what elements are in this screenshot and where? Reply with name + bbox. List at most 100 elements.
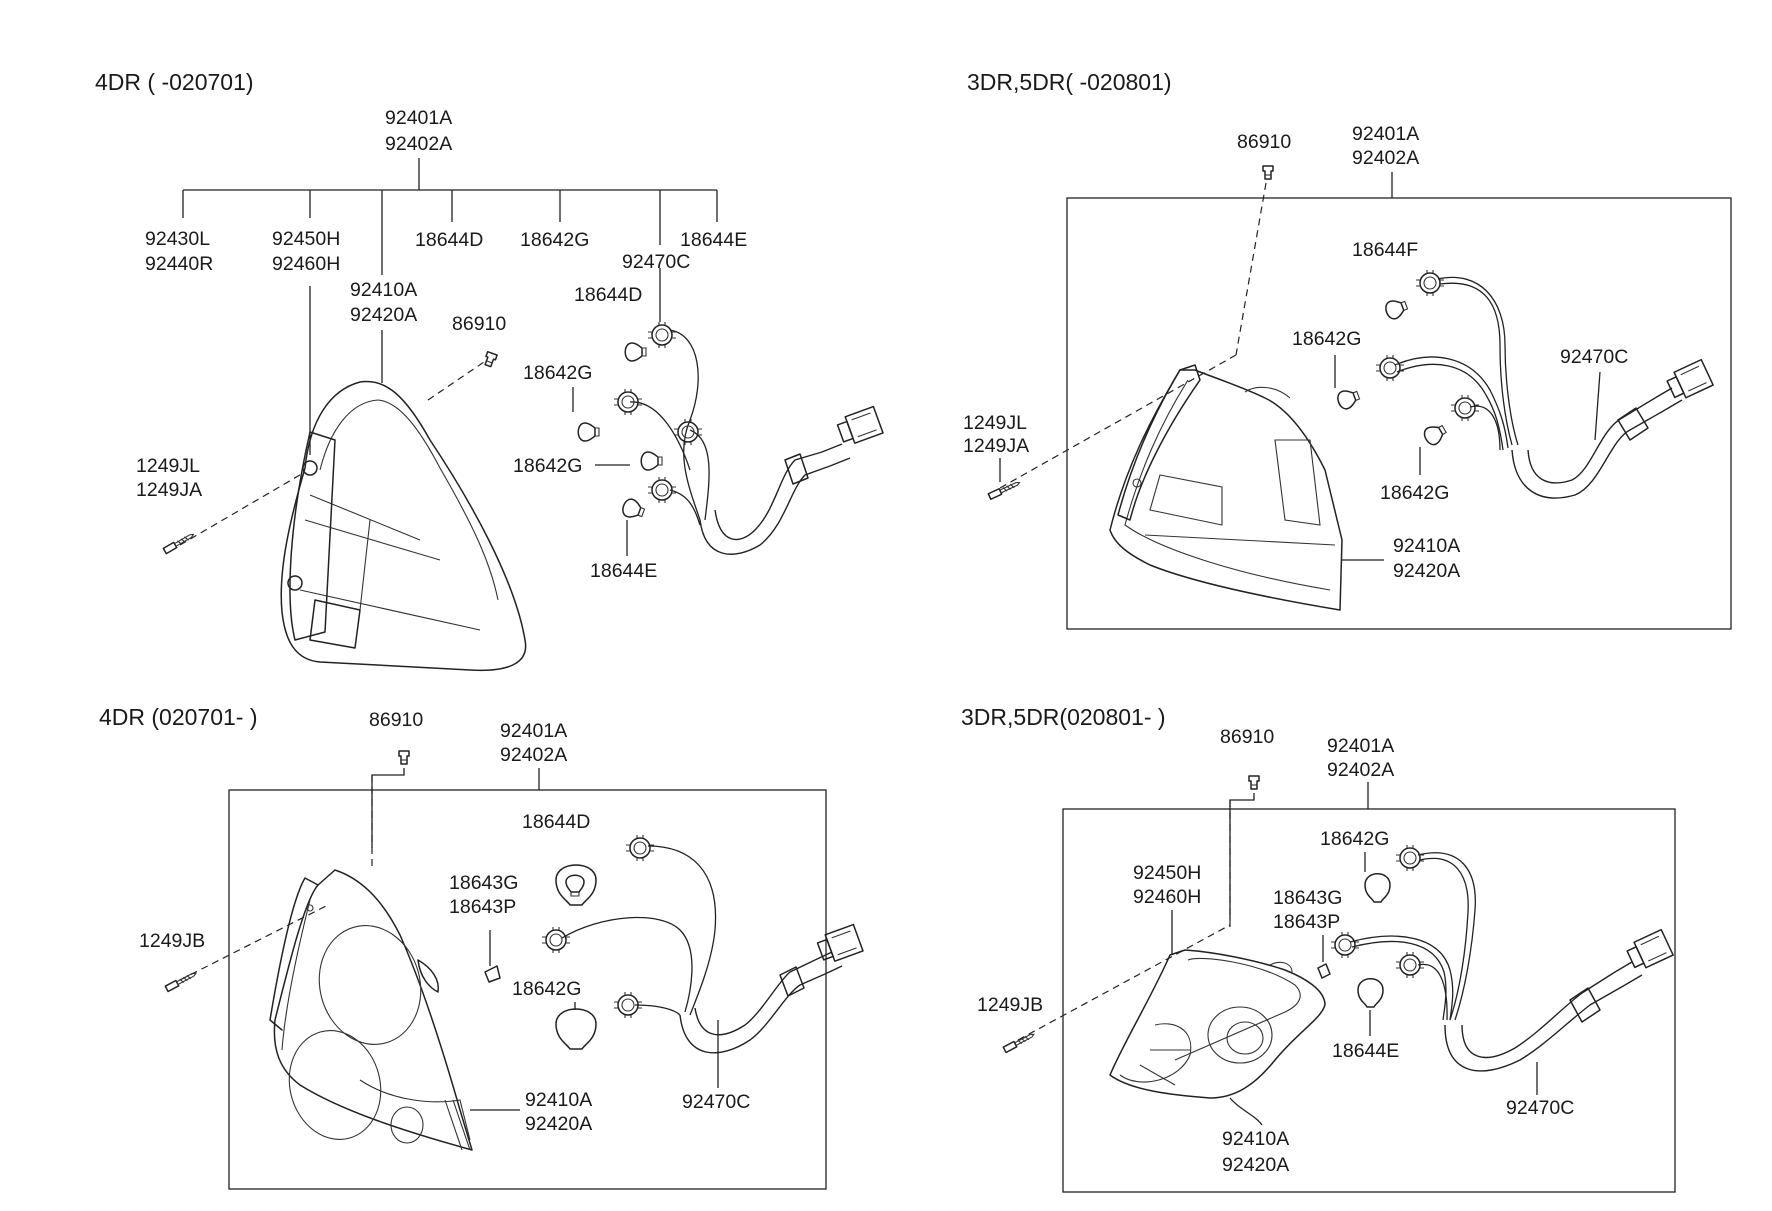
bulb-18642G-lower	[640, 451, 663, 471]
part-label-92460H: 92460H	[1133, 886, 1201, 908]
socket	[1330, 931, 1360, 959]
part-label-86910: 86910	[452, 313, 506, 335]
part-label-92450H: 92450H	[1133, 862, 1201, 884]
part-label-18643P: 18643P	[449, 896, 516, 918]
socket	[613, 388, 643, 416]
assembly-box	[1062, 808, 1676, 1193]
part-label-92402A: 92402A	[1327, 759, 1394, 781]
part-label-92410A: 92410A	[525, 1089, 592, 1111]
socket	[541, 926, 571, 954]
tail-lamp-housing	[280, 286, 527, 672]
panel-title: 3DR,5DR(020801- )	[961, 704, 1166, 730]
part-label-18643G: 18643G	[449, 872, 518, 894]
bulb-18642G-lower	[1420, 420, 1450, 448]
part-label-92410A: 92410A	[350, 279, 417, 301]
label-tree	[182, 158, 718, 275]
panel-title: 4DR (020701- )	[99, 704, 258, 730]
socket	[647, 476, 677, 504]
clip-86910	[482, 350, 498, 369]
bulb-18644E	[619, 496, 647, 522]
part-label-92410A: 92410A	[1222, 1128, 1289, 1150]
clip-86910	[1262, 165, 1274, 180]
part-label-92420A: 92420A	[1393, 560, 1460, 582]
clip-86910	[398, 750, 410, 765]
wiring-harness-92470C	[613, 321, 884, 555]
part-label-92420A: 92420A	[1222, 1154, 1289, 1176]
tail-lamp-housing	[269, 869, 520, 1151]
part-label-92401A: 92401A	[385, 107, 452, 129]
part-label-18642G: 18642G	[1320, 828, 1389, 850]
part-label-1249JA: 1249JA	[136, 479, 202, 501]
harness-connector	[1624, 928, 1674, 973]
panel-title: 3DR,5DR( -020801)	[967, 69, 1172, 95]
part-label-92401A: 92401A	[500, 720, 567, 742]
part-label-92440R: 92440R	[145, 253, 213, 275]
part-label-92402A: 92402A	[385, 133, 452, 155]
socket	[1375, 354, 1405, 382]
part-label-1249JA: 1249JA	[963, 435, 1029, 457]
part-label-86910: 86910	[1237, 131, 1291, 153]
harness-connector	[835, 405, 884, 448]
part-label-1249JB: 1249JB	[139, 930, 205, 952]
part-label-1249JB: 1249JB	[977, 994, 1043, 1016]
part-label-18644D: 18644D	[522, 811, 590, 833]
part-label-18642G: 18642G	[512, 978, 581, 1000]
tail-lamp-housing	[1109, 364, 1384, 611]
wiring-harness-92470C	[1375, 269, 1714, 499]
part-label-92450H: 92450H	[272, 228, 340, 250]
part-label-1249JL: 1249JL	[963, 412, 1027, 434]
part-label-18644E-bulb: 18644E	[590, 560, 657, 582]
part-label-18642G-bulb-lower: 18642G	[513, 455, 582, 477]
part-label-92420A: 92420A	[350, 304, 417, 326]
socket	[625, 834, 655, 862]
harness-connector	[1664, 358, 1714, 403]
part-label-18644E: 18644E	[680, 229, 747, 251]
part-label-18643P: 18643P	[1273, 911, 1340, 933]
part-label-92402A: 92402A	[1352, 147, 1419, 169]
part-label-92420A: 92420A	[525, 1113, 592, 1135]
panel-3dr5dr-after-020801: 3DR,5DR(020801- ) 92401A 92402A 86910 18…	[961, 704, 1676, 1193]
part-label-92410A: 92410A	[1393, 535, 1460, 557]
socket	[1395, 951, 1425, 979]
socket	[1450, 394, 1480, 422]
panel-4dr-before-020701: 4DR ( -020701) 92401A 92402A 92430L 9244…	[95, 69, 884, 672]
part-label-92402A: 92402A	[500, 744, 567, 766]
screw-1249JL	[162, 531, 196, 555]
part-label-92401A: 92401A	[1327, 735, 1394, 757]
part-label-86910: 86910	[369, 709, 423, 731]
part-label-86910: 86910	[1220, 726, 1274, 748]
part-label-18642G: 18642G	[520, 229, 589, 251]
socket	[1415, 269, 1445, 297]
tail-lamp-housing	[1109, 949, 1326, 1126]
bulb-18644F	[1382, 296, 1410, 322]
socket	[1395, 844, 1425, 872]
bulb-18642G	[577, 422, 600, 442]
part-label-18642G-bulb: 18642G	[523, 362, 592, 384]
part-label-92470C: 92470C	[1560, 346, 1628, 368]
part-label-18642G: 18642G	[1292, 328, 1361, 350]
part-label-92430L: 92430L	[145, 228, 210, 250]
panel-4dr-after-020701: 4DR (020701- ) 92401A 92402A 86910 18644…	[99, 704, 864, 1190]
wiring-harness-92470C	[541, 834, 864, 1054]
screw-1249JB	[164, 969, 198, 993]
harness-connector	[815, 923, 864, 966]
part-label-1249JL: 1249JL	[136, 455, 200, 477]
assembly-box	[1066, 197, 1732, 630]
screw-1249JL	[987, 479, 1022, 501]
part-label-18644D: 18644D	[415, 229, 483, 251]
part-label-18644E: 18644E	[1332, 1040, 1399, 1062]
part-label-92470C: 92470C	[1506, 1097, 1574, 1119]
assembly-box	[228, 789, 827, 1190]
part-label-92470C: 92470C	[682, 1091, 750, 1113]
part-label-92470C: 92470C	[622, 251, 690, 273]
part-label-18643G: 18643G	[1273, 887, 1342, 909]
part-label-18642G-lower: 18642G	[1380, 482, 1449, 504]
part-label-92460H: 92460H	[272, 253, 340, 275]
part-label-18644D-bulb: 18644D	[574, 284, 642, 306]
panel-3dr5dr-before-020801: 3DR,5DR( -020801) 92401A 92402A 86910 18…	[963, 69, 1732, 630]
bulb-18642G	[1334, 386, 1362, 412]
wiring-harness-92470C	[1330, 844, 1674, 1072]
part-label-92401A: 92401A	[1352, 123, 1419, 145]
panel-title: 4DR ( -020701)	[95, 69, 254, 95]
